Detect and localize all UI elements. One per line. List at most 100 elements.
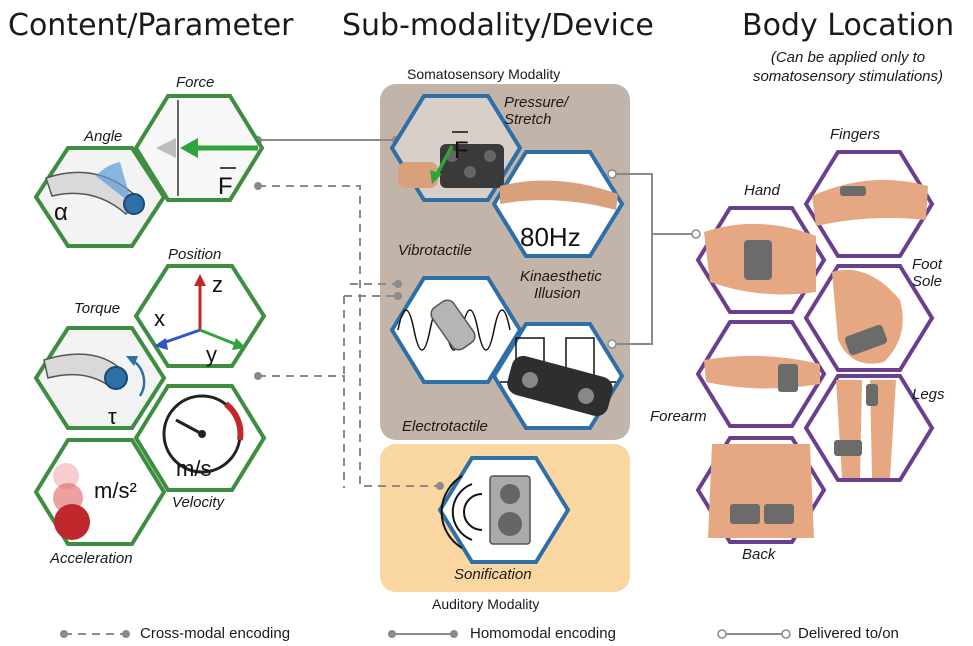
- hex-kinaesthetic-illusion: 80Hz: [491, 150, 625, 258]
- x-axis: [159, 328, 201, 346]
- hex-foot-sole: [803, 264, 935, 372]
- label-vibrotactile: Vibrotactile: [398, 242, 472, 259]
- x-axis-head: [154, 338, 168, 350]
- electrode-pad-icon: [840, 186, 866, 196]
- electrode-pad-icon: [744, 240, 772, 280]
- hex-hand: [695, 206, 827, 314]
- auditory-modality-label: Auditory Modality: [432, 596, 540, 612]
- device-part: [464, 166, 476, 178]
- angle-arc: [96, 162, 132, 204]
- sound-wave: [463, 493, 483, 531]
- pressure-vector-symbol: F: [454, 137, 469, 164]
- delivered-connector: [612, 173, 696, 345]
- torque-symbol: τ: [108, 404, 117, 429]
- sound-wave: [451, 483, 473, 541]
- label-acceleration: Acceleration: [50, 550, 133, 567]
- label-kinaesthetic-line-1: Kinaesthetic: [520, 268, 602, 285]
- label-force: Force: [176, 74, 215, 91]
- legend-delivered-symbol: [717, 629, 791, 639]
- hex-position: z x y: [133, 264, 267, 368]
- hex-back: [695, 436, 827, 544]
- y-axis-head: [232, 338, 246, 350]
- electrode-pad: [522, 372, 538, 388]
- vibration-frequency: 80Hz: [520, 222, 581, 252]
- electrode-pad-icon: [844, 324, 888, 356]
- label-hand: Hand: [744, 182, 780, 199]
- arm-illustration: [398, 162, 438, 188]
- label-foot-sole: Foot Sole: [912, 256, 942, 290]
- label-sonification: Sonification: [454, 566, 532, 583]
- hex-torque: τ: [33, 326, 167, 430]
- legend-delivered-label: Delivered to/on: [798, 625, 899, 642]
- body-location-title: Body Location: [742, 8, 955, 43]
- vibration-motor-icon: [430, 299, 476, 351]
- label-pressure-line-1: Pressure/: [504, 94, 569, 111]
- electrode-pad-icon: [866, 384, 878, 406]
- body-location-note: (Can be applied only to somatosensory st…: [730, 48, 966, 86]
- hex-pressure-stretch: F: [389, 94, 523, 202]
- legend-cross-modal-label: Cross-modal encoding: [140, 625, 291, 642]
- joint-icon: [123, 193, 145, 215]
- hex-fingers: [803, 150, 935, 258]
- connector-dot: [254, 182, 262, 190]
- force-vector-symbol: F: [218, 173, 233, 200]
- hex-sonification: [437, 456, 571, 564]
- label-foot-sole-line-1: Foot: [912, 256, 943, 273]
- velocity-unit: m/s: [176, 456, 211, 481]
- label-kinaesthetic-line-2: Illusion: [534, 285, 581, 302]
- label-kinaesthetic-illusion: Kinaesthetic Illusion: [520, 268, 602, 302]
- falling-apple-icon: [54, 504, 90, 540]
- back-illustration: [708, 444, 814, 538]
- speaker-cone: [500, 484, 520, 504]
- legend-homomodal-label: Homomodal encoding: [470, 625, 616, 642]
- hex-velocity: m/s: [133, 384, 267, 492]
- legend-homomodal-symbol: [388, 630, 458, 638]
- gauge-pivot: [198, 430, 206, 438]
- cross-modal-connector-force: [258, 185, 440, 487]
- label-pressure-stretch: Pressure/ Stretch: [504, 94, 568, 128]
- force-arrow-head: [180, 138, 198, 158]
- axis-x-label: x: [154, 306, 165, 331]
- sub-modality-device-title: Sub-modality/Device: [342, 8, 654, 43]
- y-axis: [199, 328, 241, 348]
- vibration-waveform: [397, 309, 511, 351]
- speaker-cone: [498, 512, 522, 536]
- electrode-pad-icon: [764, 504, 794, 524]
- label-position: Position: [168, 246, 222, 263]
- connector-dot: [607, 169, 617, 179]
- torque-arrow-head: [126, 356, 138, 366]
- device-part: [484, 150, 496, 162]
- label-back: Back: [742, 546, 776, 563]
- axis-z-label: z: [212, 272, 223, 297]
- connector-dot: [254, 372, 262, 380]
- angle-symbol: α: [54, 199, 68, 226]
- label-velocity: Velocity: [172, 494, 224, 511]
- hex-acceleration: m/s²: [33, 438, 167, 546]
- somatosensory-modality-label: Somatosensory Modality: [407, 66, 561, 82]
- label-forearm: Forearm: [650, 408, 707, 425]
- label-pressure-line-2: Stretch: [504, 111, 552, 128]
- cross-modal-connector-position: [258, 283, 398, 488]
- label-fingers: Fingers: [830, 126, 881, 143]
- body-note-line-2: somatosensory stimulations): [752, 68, 944, 85]
- hex-electrotactile: [491, 322, 625, 430]
- hex-force: F: [133, 94, 265, 202]
- electrode-pad: [578, 388, 594, 404]
- joint-icon: [104, 366, 128, 390]
- gauge-red-zone: [224, 401, 244, 441]
- label-torque: Torque: [74, 300, 121, 317]
- reaction-arrow: [156, 138, 176, 158]
- z-axis-head: [194, 274, 206, 286]
- pressure-force-arrow-head: [430, 170, 442, 184]
- connector-dot: [691, 229, 701, 239]
- connector-dot: [607, 339, 617, 349]
- electrode-pad-icon: [730, 504, 760, 524]
- connector-dot: [394, 280, 402, 288]
- electrode-pad-icon: [778, 364, 798, 392]
- hex-forearm: [695, 320, 827, 428]
- forearm-illustration: [500, 180, 618, 210]
- gauge-needle: [175, 418, 203, 436]
- axis-y-label: y: [206, 342, 217, 367]
- forearm-illustration: [704, 355, 820, 389]
